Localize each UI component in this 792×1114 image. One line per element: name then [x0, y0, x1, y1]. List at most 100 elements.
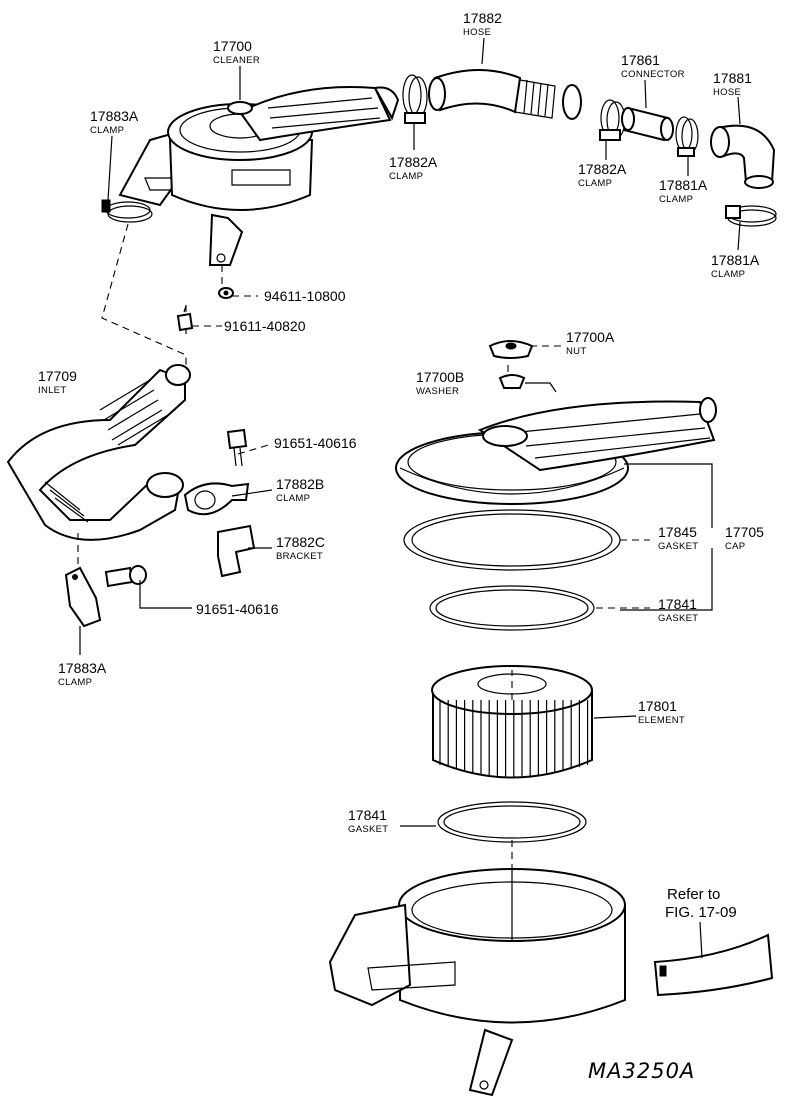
- clamp-17883a-lower-drawing: [64, 566, 102, 628]
- part-number: 17882C: [276, 534, 325, 550]
- part-number: 17881: [713, 70, 752, 86]
- gasket-17841-upper-drawing: [429, 585, 595, 631]
- part-name: NUT: [566, 346, 586, 357]
- part-name: CLAMP: [578, 178, 612, 189]
- part-name: CONNECTOR: [621, 69, 685, 80]
- part-number: 17882: [463, 10, 502, 26]
- part-name: CLAMP: [58, 677, 92, 688]
- part-name: HOSE: [713, 87, 741, 98]
- bolt-91651-upper-drawing: [226, 428, 248, 467]
- callout-94611: 94611-10800: [264, 288, 346, 304]
- cap-17705-drawing: [395, 397, 717, 505]
- part-number: 17882A: [389, 154, 438, 170]
- clamp-17883a-upper-drawing: [101, 199, 153, 223]
- callout-91611: 91611-40820: [224, 318, 306, 334]
- nut-17700a-drawing: [488, 340, 534, 359]
- part-name: CLAMP: [276, 493, 310, 504]
- part-number: 17883A: [58, 660, 107, 676]
- part-name: CLAMP: [711, 269, 745, 280]
- part-number: 17881A: [659, 177, 708, 193]
- part-name: CLAMP: [90, 125, 124, 136]
- connector-17861-drawing: [621, 106, 674, 142]
- hose-17881-drawing: [710, 124, 776, 189]
- cleaner-assembly-drawing: [118, 86, 400, 266]
- part-name: INLET: [38, 385, 66, 396]
- clamp-17881a-lower-drawing: [725, 205, 777, 227]
- part-number: 17881A: [711, 252, 760, 268]
- hose-17882-drawing: [428, 69, 582, 120]
- part-number: 17845: [658, 524, 697, 540]
- clamp-17882a-right-drawing: [599, 99, 626, 141]
- inlet-17709-drawing: [6, 364, 191, 541]
- part-number: 17700: [213, 38, 252, 54]
- part-number: 91651-40616: [274, 435, 357, 451]
- part-number: 91611-40820: [224, 318, 306, 334]
- part-name: GASKET: [348, 824, 388, 835]
- leader-lines: [77, 37, 741, 959]
- band-fig-17-09-drawing: [653, 933, 774, 997]
- part-number: 94611-10800: [264, 288, 346, 304]
- part-number: 17883A: [90, 108, 139, 124]
- part-number: 17882B: [276, 476, 324, 492]
- part-name: CAP: [725, 541, 745, 552]
- part-number: 17700B: [416, 369, 464, 385]
- reference-note-line2: FIG. 17-09: [665, 904, 737, 921]
- part-name: GASKET: [658, 541, 698, 552]
- part-name: HOSE: [463, 27, 491, 38]
- part-number: 17801: [638, 698, 677, 714]
- bolt-91651-lower-drawing: [104, 565, 147, 588]
- reference-note-line1: Refer to: [667, 886, 720, 903]
- gasket-17845-drawing: [403, 509, 621, 571]
- clamp-17882b-drawing: [183, 482, 250, 516]
- part-number: 91651-40616: [196, 601, 279, 617]
- part-number: 17705: [725, 524, 764, 540]
- part-number: 17709: [38, 368, 77, 384]
- part-name: CLAMP: [659, 194, 693, 205]
- washer-94611-drawing: [218, 287, 234, 299]
- part-name: CLEANER: [213, 55, 260, 66]
- part-number: 17841: [658, 596, 697, 612]
- callout-91651b: 91651-40616: [196, 601, 279, 617]
- part-number: 17700A: [566, 329, 615, 345]
- callout-91651a: 91651-40616: [274, 435, 357, 451]
- clamp-17882a-left-drawing: [402, 74, 428, 124]
- part-name: GASKET: [658, 613, 698, 624]
- bracket-17882c-drawing: [217, 524, 256, 578]
- diagram-code: MA3250A: [588, 1059, 695, 1083]
- part-name: ELEMENT: [638, 715, 685, 726]
- element-17801-drawing: [431, 665, 593, 779]
- washer-17700b-drawing: [498, 374, 526, 389]
- clamp-17881a-upper-drawing: [675, 116, 699, 157]
- part-name: WASHER: [416, 386, 459, 397]
- gasket-17841-lower-drawing: [437, 801, 587, 843]
- bolt-91611-drawing: [176, 305, 194, 334]
- cleaner-case-drawing: [328, 868, 626, 1097]
- part-number: 17841: [348, 807, 387, 823]
- part-name: BRACKET: [276, 551, 323, 562]
- part-number: 17861: [621, 52, 660, 68]
- part-number: 17882A: [578, 161, 627, 177]
- part-name: CLAMP: [389, 171, 423, 182]
